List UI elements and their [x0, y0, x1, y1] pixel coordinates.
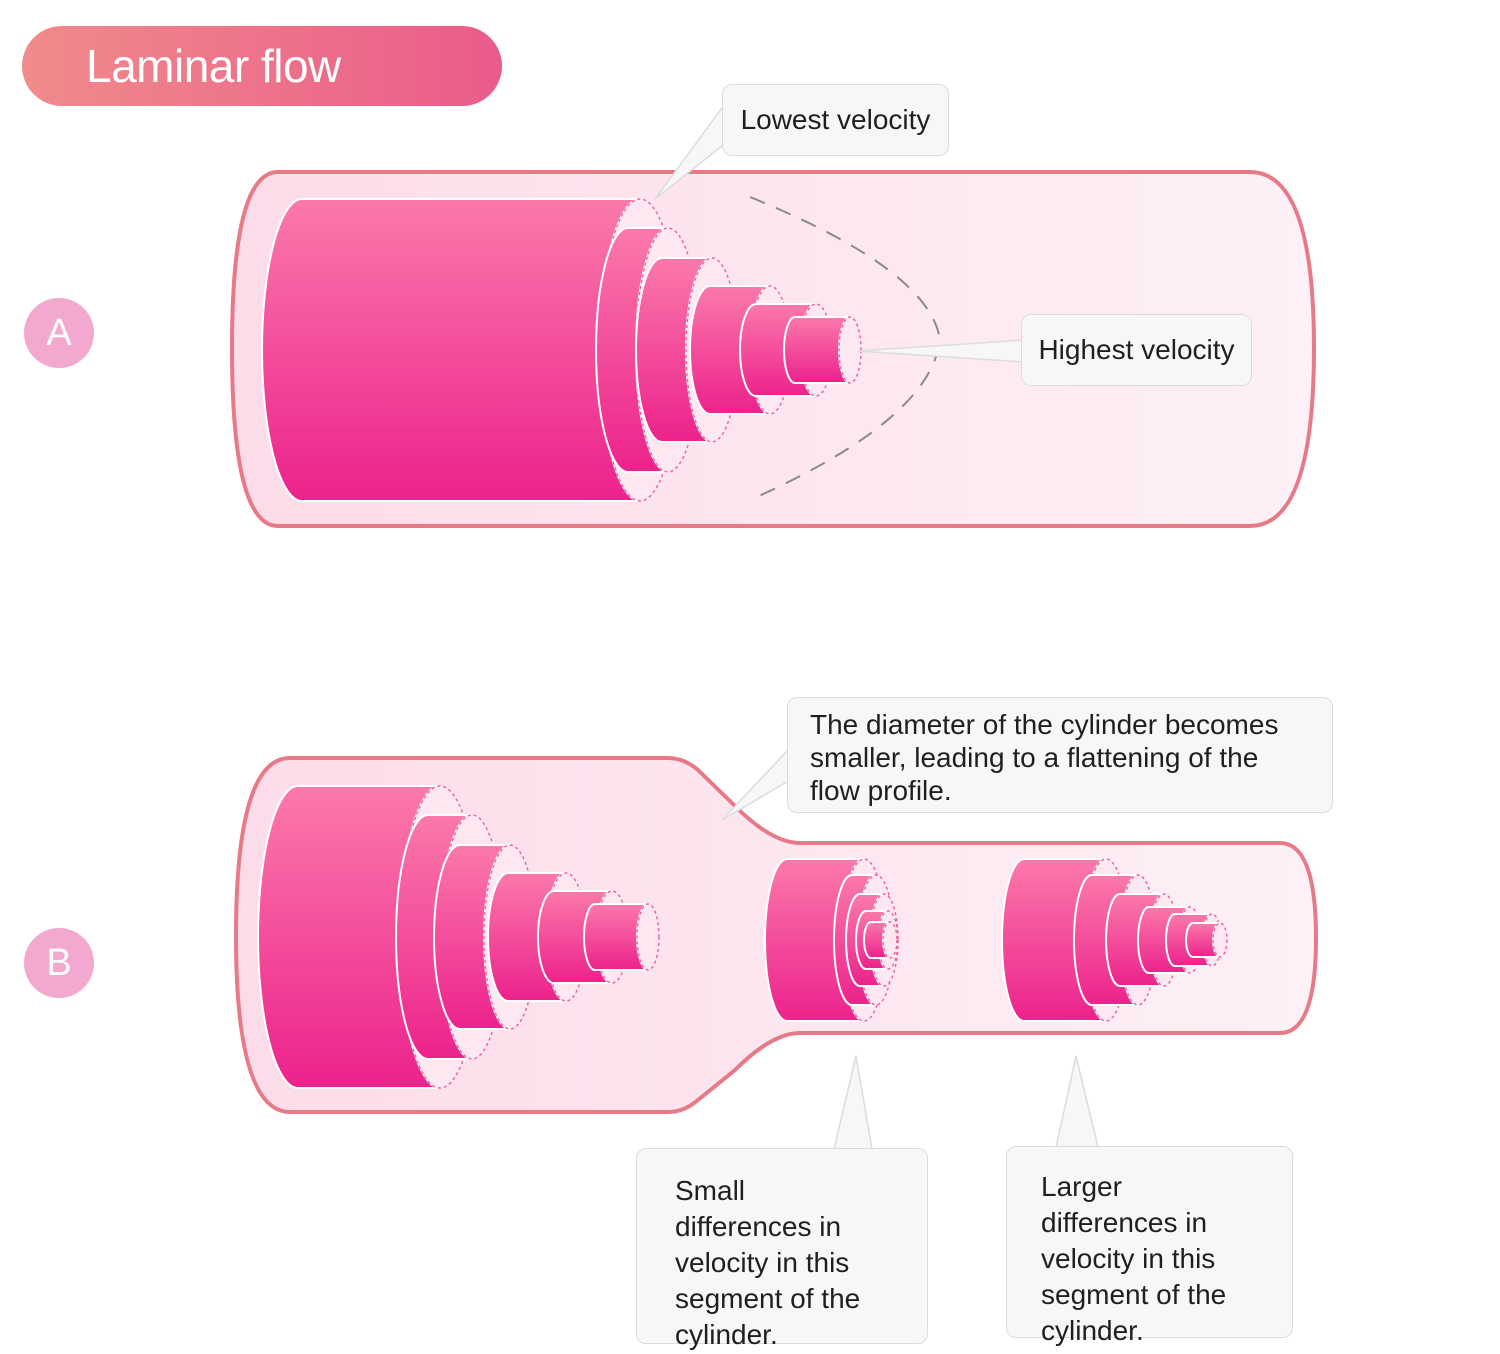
velocity-profile-curve [749, 196, 942, 501]
callout-highest-velocity: Highest velocity [1021, 314, 1252, 386]
callout-small-differences: Small differences in velocity in this se… [636, 1148, 928, 1350]
nested-cylinders-wide-segment [257, 785, 660, 1089]
panel-a-vessel [229, 106, 1317, 528]
callout-pointer-small [833, 1055, 873, 1150]
nested-cylinders-flattened-segment [764, 858, 899, 1022]
callout-lowest-text: Lowest velocity [740, 104, 931, 135]
flow-layer-cylinder [261, 198, 641, 502]
callout-highest-text: Highest velocity [1038, 334, 1235, 365]
callout-larger-differences: Larger differences in velocity in this s… [1006, 1146, 1293, 1346]
panel-b-badge: B [24, 928, 94, 998]
nested-cylinders-a [261, 198, 862, 502]
title-banner: Laminar flow [22, 26, 502, 106]
callout-diameter-note: The diameter of the cylinder becomes sma… [787, 697, 1333, 813]
callout-pointer-diameter [721, 746, 791, 821]
flow-layer-face [1212, 922, 1228, 958]
callout-small-text: Small differences in velocity in this se… [675, 1175, 861, 1350]
callout-lowest-velocity: Lowest velocity [722, 84, 949, 156]
flow-layer-face [882, 921, 898, 959]
panel-b-vessel [233, 746, 1319, 1150]
callout-larger-text: Larger differences in velocity in this s… [1041, 1171, 1227, 1346]
callout-pointer-larger [1055, 1055, 1099, 1148]
flow-layer-face [636, 903, 660, 971]
callout-diameter-text: The diameter of the cylinder becomes sma… [810, 709, 1279, 806]
panel-a-badge: A [24, 298, 94, 368]
page-title: Laminar flow [86, 40, 341, 92]
flow-layer-face [838, 316, 862, 384]
nested-cylinders-steep-segment [1001, 858, 1228, 1022]
